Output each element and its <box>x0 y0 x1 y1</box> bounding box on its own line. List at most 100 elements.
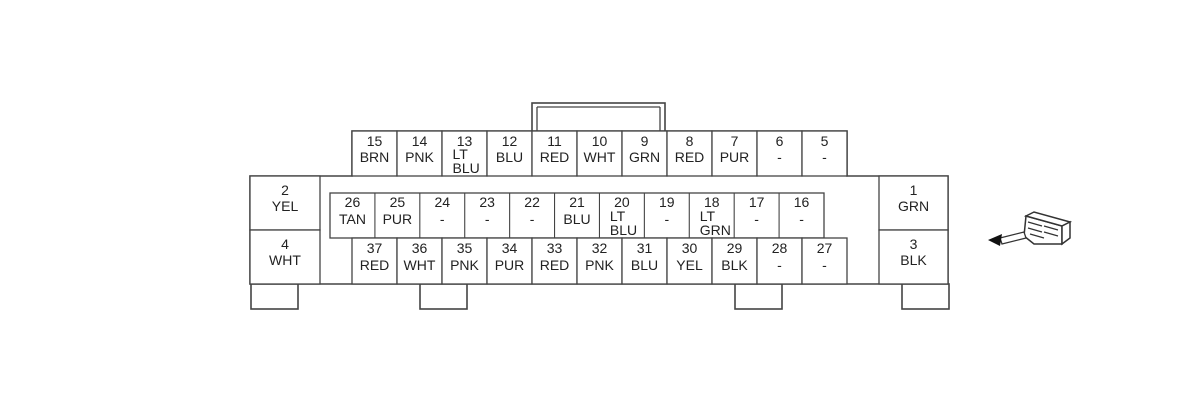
terminal-number: 19 <box>659 194 675 210</box>
terminal-number: 22 <box>524 194 540 210</box>
terminal-cavity-23: 23- <box>479 194 495 227</box>
wire-color: - <box>822 149 827 165</box>
wire-color: - <box>822 257 827 273</box>
terminal-number: 36 <box>412 240 428 256</box>
wire-color: WHT <box>404 257 436 273</box>
wire-color: - <box>777 149 782 165</box>
terminal-number: 34 <box>502 240 518 256</box>
wire-color: PUR <box>383 211 413 227</box>
terminal-number: 28 <box>772 240 788 256</box>
wire-color: GRN <box>629 149 660 165</box>
terminal-cavity-27: 27- <box>801 237 848 285</box>
wire-color: PNK <box>450 257 479 273</box>
wire-color: RED <box>540 257 570 273</box>
terminal-number: 4 <box>281 236 289 252</box>
terminal-number: 5 <box>821 133 829 149</box>
terminal-number: 20 <box>614 194 630 210</box>
terminal-number: 10 <box>592 133 608 149</box>
wire-color: RED <box>675 149 705 165</box>
terminal-cavity-5: 5- <box>801 130 848 177</box>
wire-color: BLK <box>900 252 927 268</box>
lock-tab <box>531 102 666 134</box>
terminal-cavity-19: 19- <box>659 194 675 227</box>
terminal-number: 30 <box>682 240 698 256</box>
terminal-number: 21 <box>569 194 585 210</box>
terminal-number: 14 <box>412 133 428 149</box>
terminal-number: 32 <box>592 240 608 256</box>
wire-color: PNK <box>405 149 434 165</box>
wire-color: WHT <box>269 252 301 268</box>
housing-feet <box>250 283 950 310</box>
wire-color: BRN <box>360 149 390 165</box>
wire-color: YEL <box>676 257 703 273</box>
terminal-number: 13 <box>457 133 473 149</box>
wire-color: RED <box>360 257 390 273</box>
terminal-number: 11 <box>547 133 562 149</box>
terminal-cavity-17: 17- <box>749 194 765 227</box>
terminal-cavity-16: 16- <box>794 194 810 227</box>
terminal-number: 37 <box>367 240 383 256</box>
terminal-number: 6 <box>776 133 784 149</box>
terminal-number: 7 <box>731 133 739 149</box>
wire-color: BLK <box>721 257 748 273</box>
terminal-cavity-24: 24- <box>434 194 450 227</box>
wire-color: BLU <box>496 149 523 165</box>
wire-color: BLU <box>563 211 590 227</box>
wire-color: PUR <box>720 149 750 165</box>
connector-terminal-side-view-icon <box>988 211 1073 246</box>
wire-color: - <box>754 211 759 227</box>
wire-color: - <box>530 211 535 227</box>
terminal-number: 15 <box>367 133 383 149</box>
wire-color: - <box>440 211 445 227</box>
terminal-number: 35 <box>457 240 473 256</box>
wire-color: TAN <box>339 211 366 227</box>
bottom-row-cavities: 37RED36WHT35PNK34PUR33RED32PNK31BLU30YEL… <box>351 237 848 285</box>
terminal-number: 27 <box>817 240 833 256</box>
terminal-number: 25 <box>390 194 406 210</box>
terminal-number: 17 <box>749 194 765 210</box>
wire-color: YEL <box>272 198 299 214</box>
wire-color: PNK <box>585 257 614 273</box>
terminal-number: 23 <box>479 194 495 210</box>
terminal-number: 12 <box>502 133 518 149</box>
wire-color: RED <box>540 149 570 165</box>
terminal-cavity-28: 28- <box>756 237 803 285</box>
terminal-number: 33 <box>547 240 563 256</box>
terminal-number: 2 <box>281 182 289 198</box>
terminal-number: 18 <box>704 194 720 210</box>
terminal-number: 8 <box>686 133 694 149</box>
terminal-number: 16 <box>794 194 810 210</box>
wire-color: WHT <box>584 149 616 165</box>
wire-color: BLU <box>631 257 658 273</box>
